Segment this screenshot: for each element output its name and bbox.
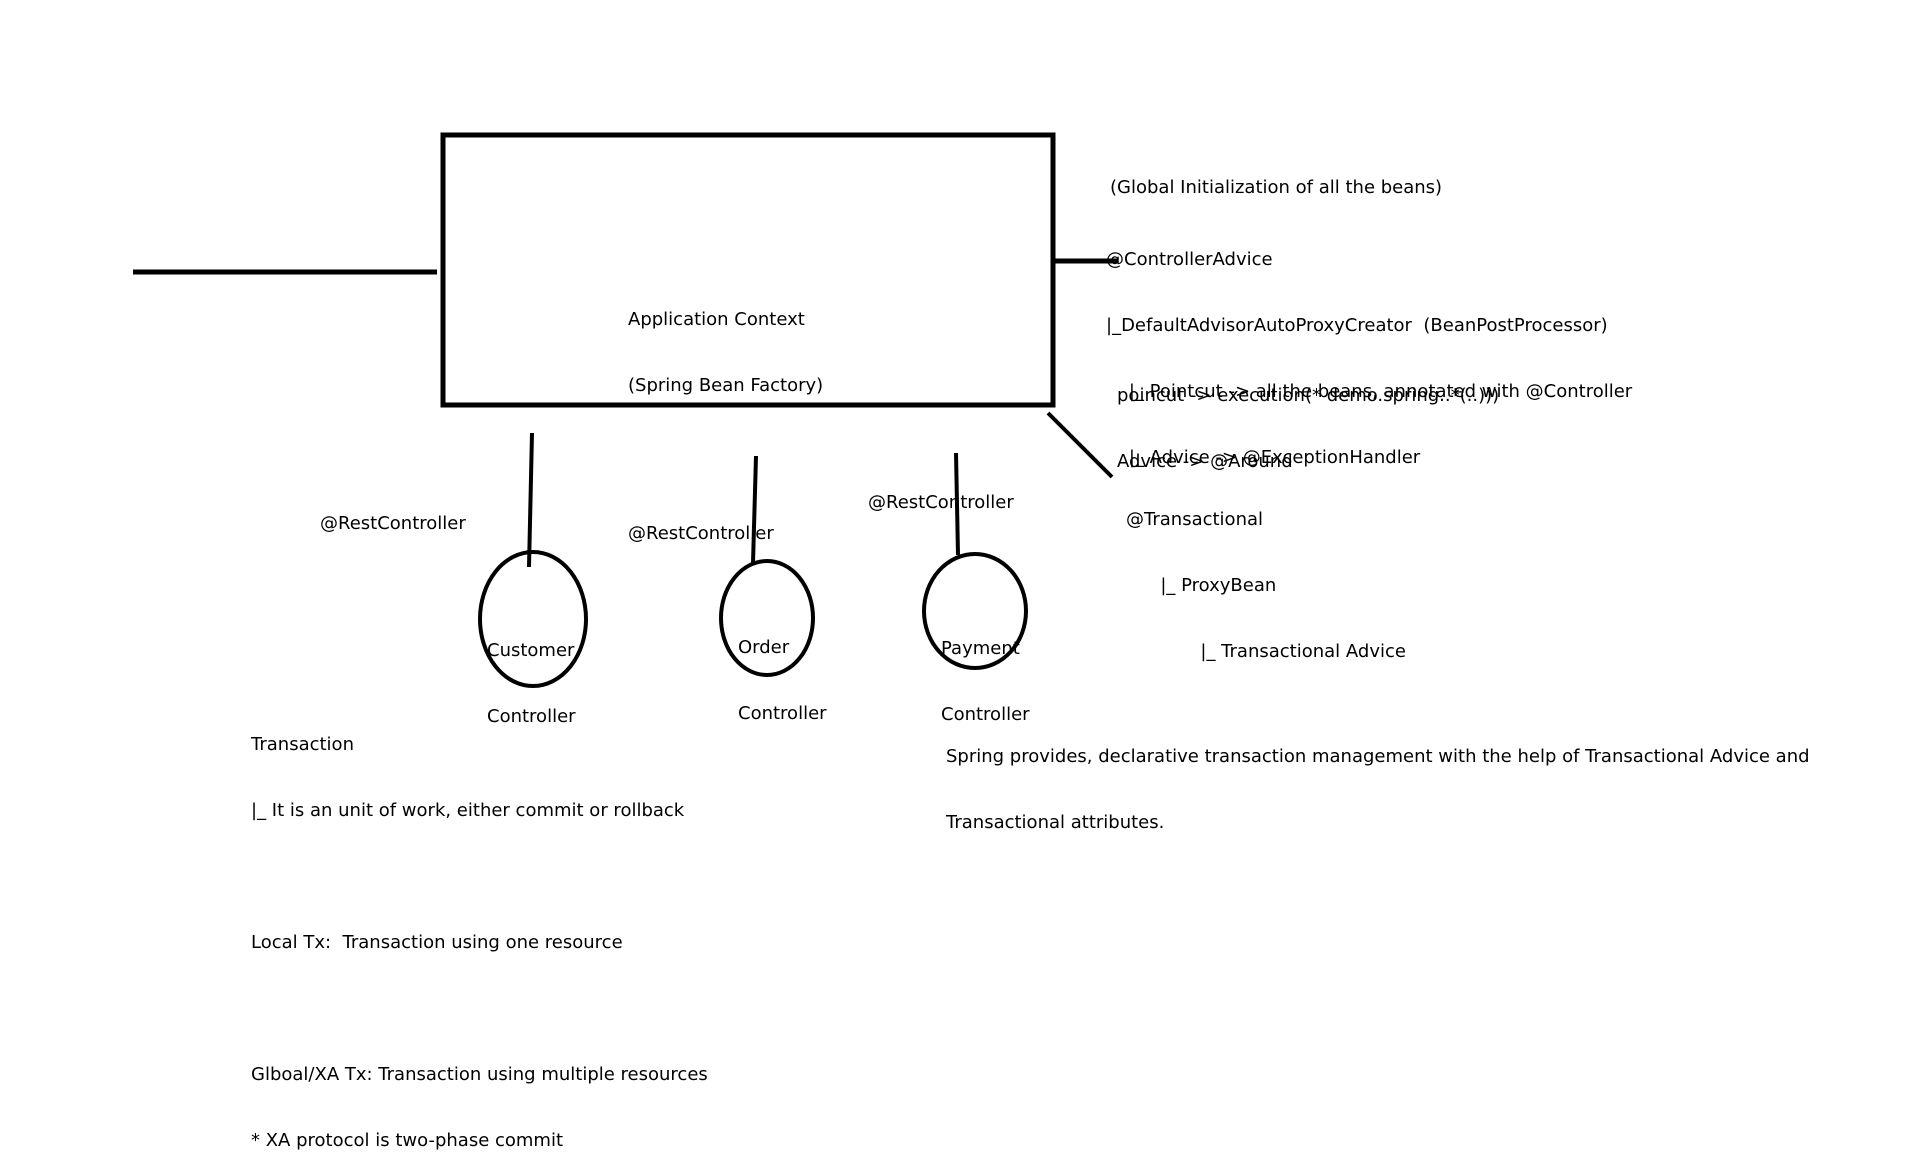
transaction-notes-spacer-2: ​ xyxy=(251,998,708,1020)
application-context-box xyxy=(440,132,1056,408)
customer-controller-name-2: Controller xyxy=(487,706,576,727)
order-controller-name-2: Controller xyxy=(738,703,827,724)
customer-controller-node xyxy=(478,550,588,688)
declarative-transaction-line-2: Transactional attributes. xyxy=(946,812,1165,833)
application-context-subtitle: (Spring Bean Factory) xyxy=(628,375,824,396)
payment-controller-label: Payment Controller xyxy=(941,594,1030,748)
transaction-notes-line-3: Local Tx: Transaction using one resource xyxy=(251,932,623,953)
payment-controller-connector xyxy=(954,452,960,556)
transaction-notes-line-2: |_ It is an unit of work, either commit … xyxy=(251,800,685,821)
controller-advice-line-4: |_ Advice -> @ExceptionHandler xyxy=(1106,447,1421,468)
transaction-notes-line-4: Glboal/XA Tx: Transaction using multiple… xyxy=(251,1064,708,1085)
order-controller-label: Order Controller xyxy=(738,593,827,747)
controller-advice-line-2: |_DefaultAdvisorAutoProxyCreator (BeanPo… xyxy=(1106,315,1608,336)
aspect-line-1: poincut -> execution(* demo.spring..*(..… xyxy=(1117,385,1500,406)
controller-advice-line-1: @ControllerAdvice xyxy=(1106,249,1273,270)
application-context-label: Application Context (Spring Bean Factory… xyxy=(628,265,823,419)
payment-controller-name-1: Payment xyxy=(941,638,1020,659)
transaction-notes-spacer-1: ​ xyxy=(251,866,708,888)
customer-controller-annotation: @RestController xyxy=(320,513,466,534)
customer-controller-label: Customer Controller xyxy=(487,596,576,750)
customer-controller-name-1: Customer xyxy=(487,640,575,661)
payment-controller-node xyxy=(922,552,1028,670)
transactional-note: @Transactional |_ ProxyBean |_ Transacti… xyxy=(1126,465,1406,685)
transactional-line-3: |_ Transactional Advice xyxy=(1126,641,1406,662)
order-controller-annotation: @RestController xyxy=(628,523,774,544)
transaction-notes: Transaction |_ It is an unit of work, ei… xyxy=(251,690,708,1174)
aspect-line-2: Advice -> @Around xyxy=(1117,451,1293,472)
transaction-notes-line-1: Transaction xyxy=(251,734,354,755)
global-initialization-text: (Global Initialization of all the beans) xyxy=(1110,177,1443,198)
controller-advice-line-3: |_ Pointcut -> all the beans, annotated … xyxy=(1106,381,1633,402)
transactional-line-1: @Transactional xyxy=(1126,509,1264,530)
global-initialization-note: (Global Initialization of all the beans) xyxy=(1110,133,1442,221)
transaction-notes-line-5: * XA protocol is two-phase commit xyxy=(251,1130,564,1151)
order-controller-name-1: Order xyxy=(738,637,790,658)
aspect-note: poincut -> execution(* demo.spring..*(..… xyxy=(1117,341,1499,495)
diagram-canvas xyxy=(133,132,1118,688)
payment-controller-annotation: @RestController xyxy=(868,492,1014,513)
payment-controller-name-2: Controller xyxy=(941,704,1030,725)
order-controller-node xyxy=(719,559,815,677)
application-context-title: Application Context xyxy=(628,309,805,330)
customer-controller-connector xyxy=(527,432,534,568)
transactional-connector-line xyxy=(1046,411,1114,479)
order-controller-connector xyxy=(751,455,758,564)
controller-advice-note: @ControllerAdvice |_DefaultAdvisorAutoPr… xyxy=(1106,205,1632,491)
declarative-transaction-line-1: Spring provides, declarative transaction… xyxy=(946,746,1810,767)
transactional-line-2: |_ ProxyBean xyxy=(1126,575,1277,596)
declarative-transaction-note: Spring provides, declarative transaction… xyxy=(946,702,1810,856)
